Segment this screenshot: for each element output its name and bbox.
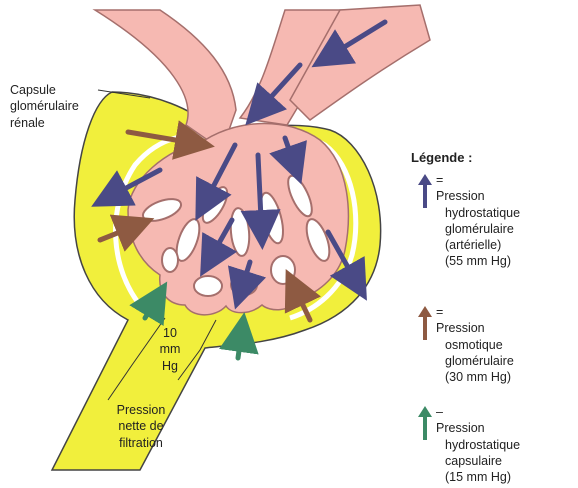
arrow-up-icon	[418, 174, 432, 208]
legend-item-osmotic-glomerular: =Pression osmotique glomérulaire (30 mm …	[418, 304, 514, 385]
legend-title: Légende :	[411, 150, 472, 165]
arrow-up-icon	[418, 306, 432, 340]
pressure-value-label: 10 mm Hg	[150, 325, 190, 374]
legend-item-hydrostatic-glomerular: =Pression hydrostatique glomérulaire (ar…	[418, 172, 520, 270]
net-filtration-label: Pression nette de filtration	[98, 402, 184, 451]
arrow-up-icon	[418, 406, 432, 440]
legend-item-hydrostatic-capsular: –Pression hydrostatique capsulaire (15 m…	[418, 404, 520, 485]
capsule-label: Capsule glomérulaire rénale	[10, 82, 79, 131]
